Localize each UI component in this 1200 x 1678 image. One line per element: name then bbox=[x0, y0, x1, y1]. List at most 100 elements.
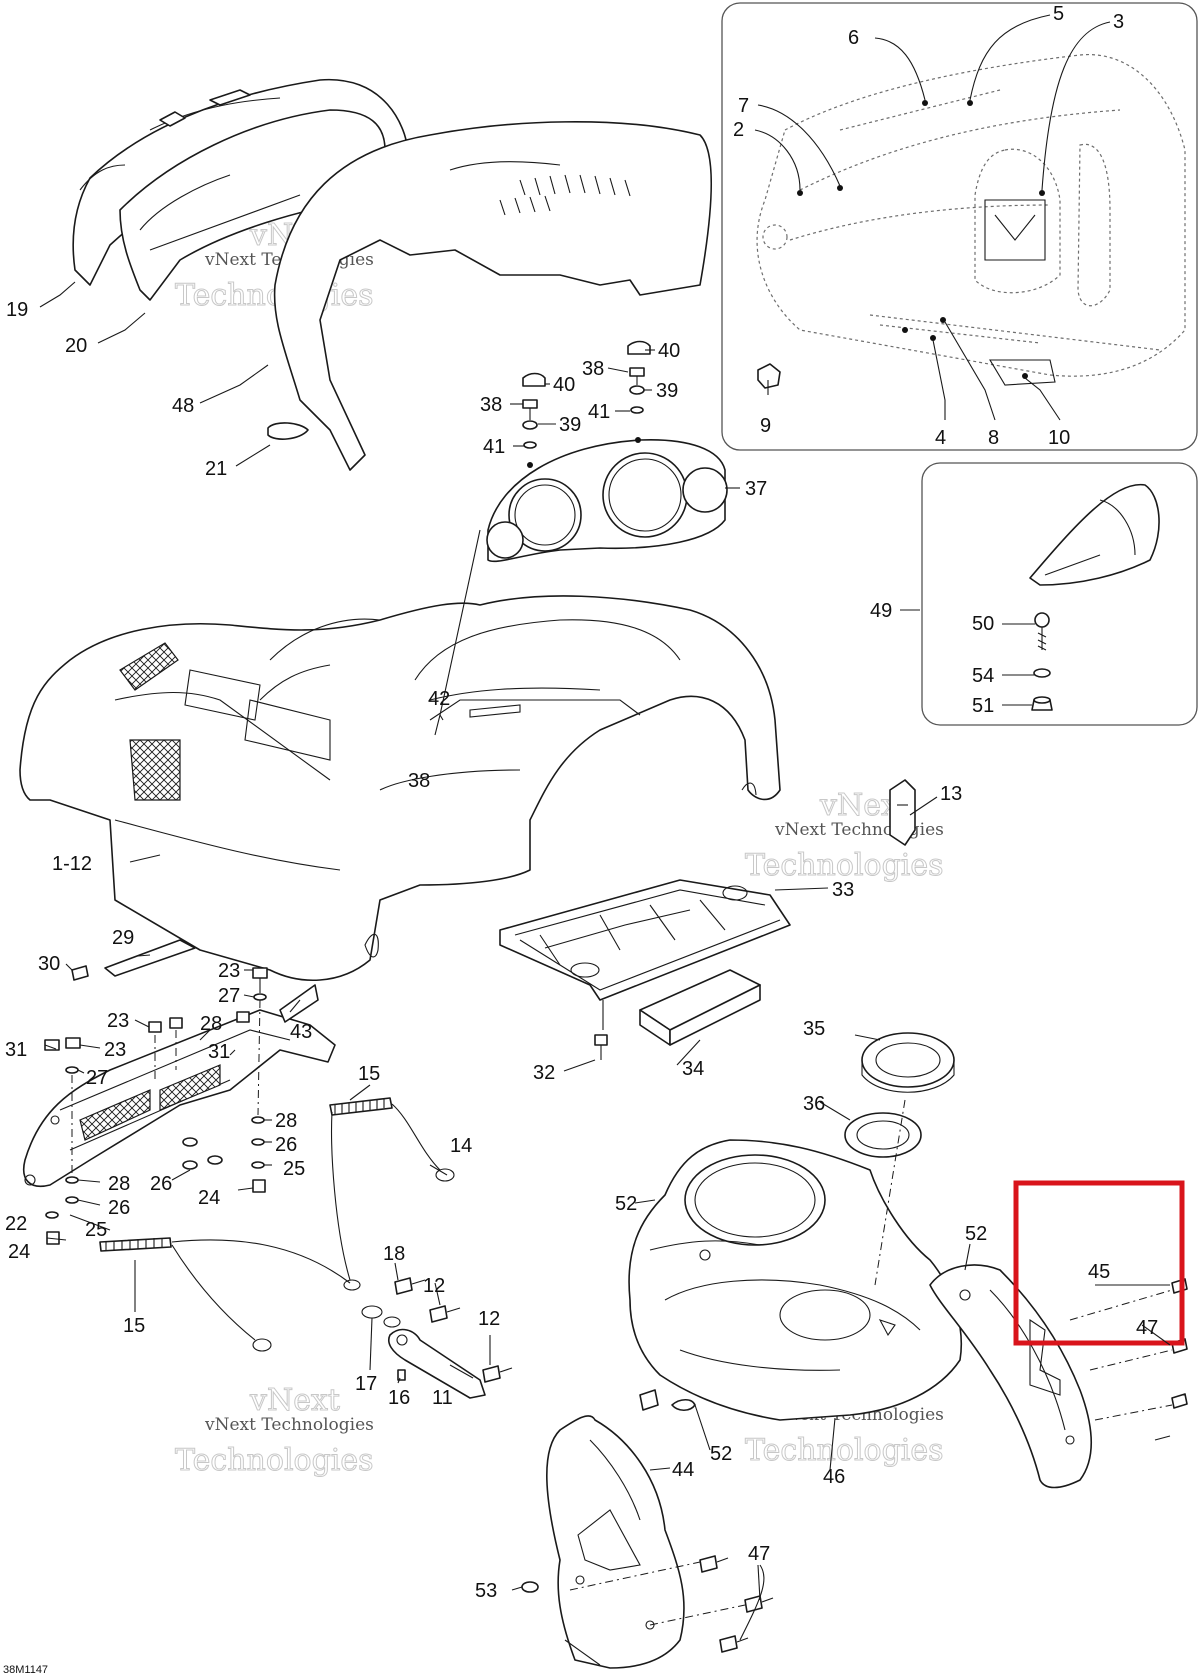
callout-label: 50 bbox=[972, 613, 994, 635]
callout-label: 24 bbox=[198, 1187, 220, 1209]
watermark-text: Technologies bbox=[175, 1443, 374, 1478]
callout-label: 16 bbox=[388, 1387, 410, 1409]
callout-label: 54 bbox=[972, 665, 994, 687]
callout-label: 12 bbox=[478, 1308, 500, 1330]
callout-label: 29 bbox=[112, 927, 134, 949]
callout-label: 36 bbox=[803, 1093, 825, 1115]
cable-assembly bbox=[99, 1097, 455, 1352]
callout-label: 15 bbox=[358, 1063, 380, 1085]
callout-label: 2 bbox=[733, 119, 744, 141]
grab-handle-22 bbox=[23, 1009, 336, 1187]
callout-label: 27 bbox=[218, 985, 240, 1007]
callout-label: 20 bbox=[65, 335, 87, 357]
callout-label: 25 bbox=[85, 1219, 107, 1241]
callout-label: 11 bbox=[432, 1387, 453, 1409]
watermark-text: vNext Technologies bbox=[774, 820, 944, 840]
callout-label: 5 bbox=[1053, 3, 1064, 25]
callout-label: 14 bbox=[450, 1135, 472, 1157]
callout-label: 12 bbox=[423, 1275, 445, 1297]
callout-label: 28 bbox=[108, 1173, 130, 1195]
callout-label: 38 bbox=[408, 770, 430, 792]
inset-panel-mirror bbox=[921, 462, 1198, 726]
callout-label: 9 bbox=[760, 415, 771, 437]
callout-label: 13 bbox=[940, 783, 962, 805]
callout-label: 15 bbox=[123, 1315, 145, 1337]
watermark-text: Technologies bbox=[745, 848, 944, 883]
callout-label: 23 bbox=[104, 1039, 126, 1061]
callout-label: 19 bbox=[6, 299, 28, 321]
callout-label: 39 bbox=[656, 380, 678, 402]
callout-label: 42 bbox=[428, 688, 450, 710]
callout-label: 23 bbox=[107, 1010, 129, 1032]
latch-assembly bbox=[361, 1277, 513, 1399]
callout-label: 48 bbox=[172, 395, 194, 417]
inset-panel-hood-decals bbox=[721, 2, 1198, 451]
callout-label: 26 bbox=[150, 1173, 172, 1195]
drawing-reference-code: 38M1147 bbox=[3, 1664, 48, 1676]
callout-label: 46 bbox=[823, 1466, 845, 1488]
callout-label: 52 bbox=[965, 1223, 987, 1245]
side-panel-44 bbox=[521, 1415, 774, 1669]
callout-label: 28 bbox=[275, 1110, 297, 1132]
seal-35-36 bbox=[844, 1032, 955, 1286]
callout-label: 37 bbox=[745, 478, 767, 500]
callout-label: 22 bbox=[5, 1213, 27, 1235]
foam-block-34 bbox=[639, 969, 761, 1046]
callout-label: 39 bbox=[559, 414, 581, 436]
callout-label: 26 bbox=[108, 1197, 130, 1219]
callout-label: 41 bbox=[483, 436, 505, 458]
callout-label: 47 bbox=[1136, 1317, 1158, 1339]
callout-label: 18 bbox=[383, 1243, 405, 1265]
handle-hardware bbox=[44, 939, 319, 1245]
clip-21 bbox=[267, 422, 309, 440]
callout-label: 27 bbox=[86, 1067, 108, 1089]
callout-label: 31 bbox=[208, 1041, 230, 1063]
callout-label: 38 bbox=[582, 358, 604, 380]
callout-label: 1-12 bbox=[52, 853, 92, 875]
storage-tray-33 bbox=[499, 879, 791, 1001]
callout-label: 10 bbox=[1048, 427, 1070, 449]
hardware-38-41-left bbox=[522, 372, 546, 449]
highlight-box bbox=[1013, 1180, 1185, 1346]
watermark-text: Technologies bbox=[745, 1433, 944, 1468]
callout-label: 4 bbox=[935, 427, 946, 449]
callout-label: 45 bbox=[1088, 1261, 1110, 1283]
callout-label: 7 bbox=[738, 95, 749, 117]
callout-label: 3 bbox=[1113, 11, 1124, 33]
callout-label: 52 bbox=[710, 1443, 732, 1465]
screw-32 bbox=[594, 1034, 608, 1060]
callout-label: 28 bbox=[200, 1013, 222, 1035]
callout-label: 38 bbox=[480, 394, 502, 416]
bracket-13 bbox=[889, 779, 916, 846]
callout-label: 44 bbox=[672, 1459, 694, 1481]
callout-label: 51 bbox=[972, 695, 994, 717]
callout-label: 17 bbox=[355, 1373, 377, 1395]
callout-label: 6 bbox=[848, 27, 859, 49]
callout-label: 32 bbox=[533, 1062, 555, 1084]
watermark-text: vNext bbox=[249, 1383, 340, 1418]
callout-label: 8 bbox=[988, 427, 999, 449]
callout-label: 25 bbox=[283, 1158, 305, 1180]
callout-label: 26 bbox=[275, 1134, 297, 1156]
callout-label: 53 bbox=[475, 1580, 497, 1602]
callout-label: 43 bbox=[290, 1021, 312, 1043]
callout-label: 35 bbox=[803, 1018, 825, 1040]
callout-label: 34 bbox=[682, 1058, 704, 1080]
callout-label: 23 bbox=[218, 960, 240, 982]
callout-label: 40 bbox=[658, 340, 680, 362]
side-panel-45 bbox=[929, 1264, 1188, 1489]
callout-label: 49 bbox=[870, 600, 892, 622]
callout-label: 41 bbox=[588, 401, 610, 423]
callout-labels: 19 20 48 21 6 7 2 5 3 9 4 8 10 40 38 39 … bbox=[5, 3, 1158, 1602]
callout-label: 30 bbox=[38, 953, 60, 975]
callout-label: 47 bbox=[748, 1543, 770, 1565]
side-panel-48 bbox=[273, 121, 712, 471]
air-intake-46 bbox=[628, 1139, 963, 1421]
watermark-text: vNext Technologies bbox=[204, 1415, 374, 1435]
hardware-38-41-right bbox=[627, 340, 651, 414]
callout-label: 31 bbox=[5, 1039, 27, 1061]
leader-lines bbox=[39, 14, 1171, 1641]
callout-label: 21 bbox=[205, 458, 227, 480]
callout-label: 33 bbox=[832, 879, 854, 901]
